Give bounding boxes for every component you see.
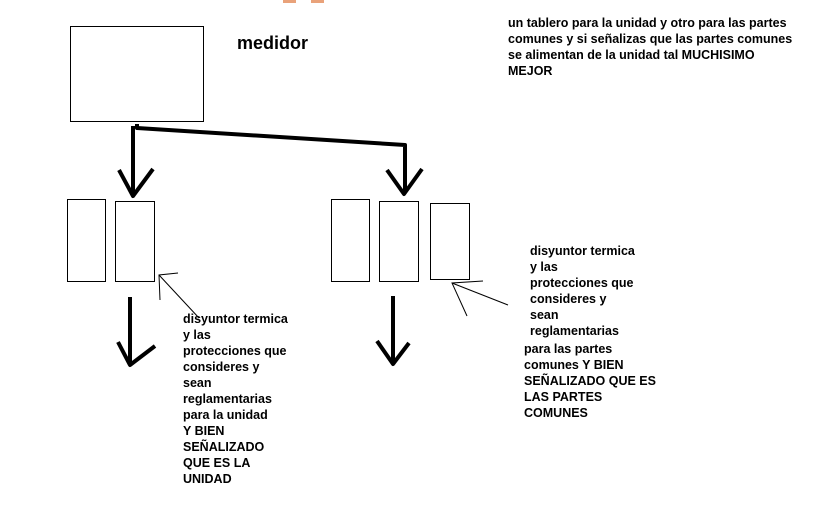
common-board-note-protections: disyuntor termica y las protecciones que… xyxy=(530,244,635,338)
common-breaker-2 xyxy=(379,201,419,282)
recommendation-note: un tablero para la unidad y otro para la… xyxy=(508,16,793,78)
common-breaker-3 xyxy=(430,203,470,280)
common-breaker-1 xyxy=(331,199,370,282)
meter-box xyxy=(70,26,204,122)
common-pointer-arrow xyxy=(451,280,509,317)
unit-breaker-2 xyxy=(115,201,155,282)
common-board-note-signage: para las partes comunes Y BIEN SEÑALIZAD… xyxy=(524,342,656,420)
top-decoration-right xyxy=(311,0,324,3)
left-feed-arrowhead xyxy=(117,167,155,198)
unit-breaker-1 xyxy=(67,199,106,282)
main-feed-line xyxy=(135,124,407,192)
unit-pointer-arrow xyxy=(158,272,200,319)
unit-board-note: disyuntor termica y las protecciones que… xyxy=(183,312,288,486)
common-output-arrowhead xyxy=(375,339,411,366)
right-feed-arrowhead xyxy=(385,167,424,196)
meter-label: medidor xyxy=(237,33,309,53)
top-decoration-left xyxy=(283,0,296,3)
unit-output-arrowhead xyxy=(116,341,157,367)
